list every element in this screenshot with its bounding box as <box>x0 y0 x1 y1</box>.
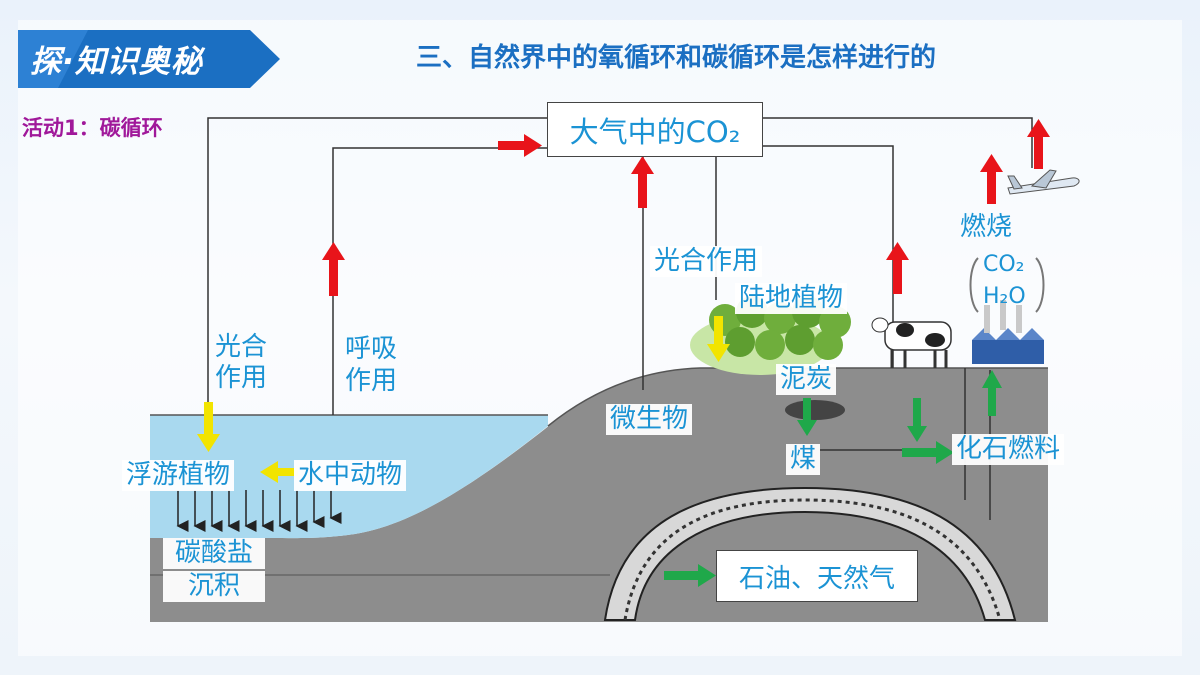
label-oil-gas: 石油、天然气 <box>716 550 918 602</box>
red-arrow-into-atmosphere <box>498 134 542 157</box>
label-h2o-small: H₂O <box>983 284 1026 309</box>
label-microbes: 微生物 <box>606 404 693 436</box>
label-co2-small: CO₂ <box>983 252 1025 277</box>
red-arrow-microbes <box>631 156 654 208</box>
red-arrow-combustion <box>980 154 1003 204</box>
label-land-plants: 陆地植物 <box>735 283 848 315</box>
green-arrow-down-fuel <box>907 398 927 442</box>
label-photosynthesis-ocean-2: 作用 <box>215 363 268 393</box>
airplane-icon <box>1007 169 1080 195</box>
label-photosynthesis-ocean-1: 光合 <box>215 332 268 362</box>
yellow-arrow-feeding <box>260 461 298 483</box>
label-carbonate-2: 沉积 <box>163 571 266 603</box>
yellow-arrow-ocean-photosynthesis <box>197 402 220 452</box>
factory-illustration <box>972 300 1044 364</box>
page-title: 三、自然界中的氧循环和碳循环是怎样进行的 <box>416 43 937 73</box>
label-peat: 泥炭 <box>776 364 837 396</box>
red-arrow-respiration <box>322 242 345 296</box>
label-coal: 煤 <box>786 444 821 476</box>
green-arrow-fuel-to-factory <box>982 370 1002 416</box>
atmosphere-co2-box: 大气中的CO₂ <box>547 102 763 157</box>
badge-text: 探·知识奥秘 <box>30 44 203 80</box>
red-arrow-animals <box>886 242 909 294</box>
green-arrow-peat-to-coal <box>797 398 817 436</box>
activity-label: 活动1：碳循环 <box>22 116 163 140</box>
label-photosynthesis-land: 光合作用 <box>650 246 763 278</box>
label-fossil-fuel: 化石燃料 <box>952 434 1065 466</box>
rock-arch <box>603 486 1017 621</box>
label-respiration-2: 作用 <box>345 366 398 396</box>
label-combustion: 燃烧 <box>960 212 1013 242</box>
label-carbonate-1: 碳酸盐 <box>163 538 266 570</box>
cow-illustration <box>871 317 952 368</box>
yellow-arrow-land-photosynthesis <box>707 316 730 362</box>
label-respiration-1: 呼吸 <box>345 334 398 364</box>
label-plankton: 浮游植物 <box>122 460 235 492</box>
red-arrow-aviation <box>1027 119 1050 169</box>
label-aquatic-animals: 水中动物 <box>294 460 407 492</box>
green-arrow-to-oil-gas <box>664 564 716 587</box>
section-badge <box>18 30 280 88</box>
green-arrow-to-fossil-fuel <box>902 441 954 464</box>
